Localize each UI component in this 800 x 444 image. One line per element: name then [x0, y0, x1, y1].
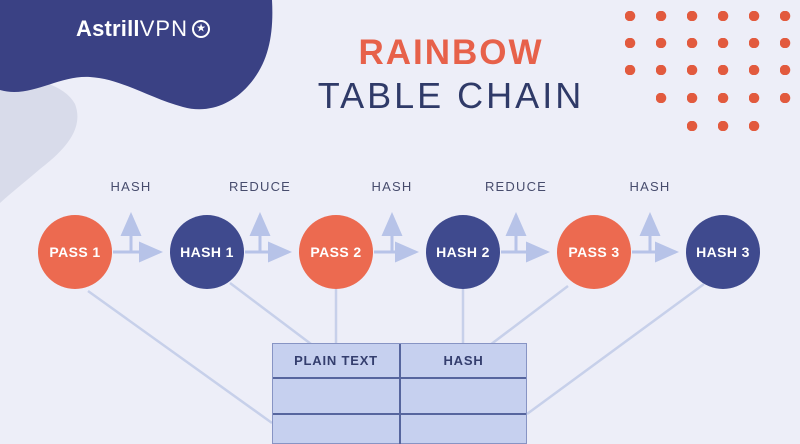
table-header-plaintext: PLAIN TEXT	[273, 344, 401, 377]
astrillvpn-logo: Astrill VPN ★	[76, 16, 210, 42]
table-row	[273, 379, 526, 415]
step-label-reduce-1: REDUCE	[228, 179, 292, 194]
node-hash-1: HASH 1	[170, 215, 244, 289]
dot-pattern-row	[625, 11, 791, 21]
logo-brand-text: Astrill	[76, 16, 140, 41]
table-header-hash: HASH	[443, 353, 484, 368]
gray-blob-shape	[0, 74, 78, 203]
table-cell-empty	[401, 415, 526, 444]
step-label-hash-2: HASH	[371, 179, 413, 194]
logo-suffix-text: VPN	[139, 16, 188, 41]
rainbow-lookup-table: PLAIN TEXT HASH	[272, 343, 527, 444]
dot-pattern-row	[625, 38, 791, 48]
node-hash-2: HASH 2	[426, 215, 500, 289]
node-pass-3: PASS 3	[557, 215, 631, 289]
table-header-row: PLAIN TEXT HASH	[273, 344, 526, 379]
table-cell-empty	[273, 379, 401, 413]
page-title: RAINBOW TABLE CHAIN	[318, 33, 584, 117]
step-label-reduce-2: REDUCE	[484, 179, 548, 194]
title-line-1: RAINBOW	[358, 33, 544, 72]
node-pass-1: PASS 1	[38, 215, 112, 289]
table-cell-empty	[273, 415, 401, 444]
dot-pattern-row	[656, 93, 791, 103]
dot-pattern-row	[625, 65, 791, 75]
step-label-hash-3: HASH	[629, 179, 671, 194]
title-line-2: TABLE CHAIN	[317, 75, 585, 116]
star-badge-icon: ★	[192, 20, 210, 38]
node-hash-3: HASH 3	[686, 215, 760, 289]
upward-branch-arrows	[120, 212, 661, 253]
node-pass-2: PASS 2	[299, 215, 373, 289]
step-label-hash-1: HASH	[110, 179, 152, 194]
node-to-table-connectors	[87, 282, 705, 425]
table-cell-empty	[401, 379, 526, 413]
dot-pattern-row	[687, 121, 760, 131]
table-row	[273, 415, 526, 444]
